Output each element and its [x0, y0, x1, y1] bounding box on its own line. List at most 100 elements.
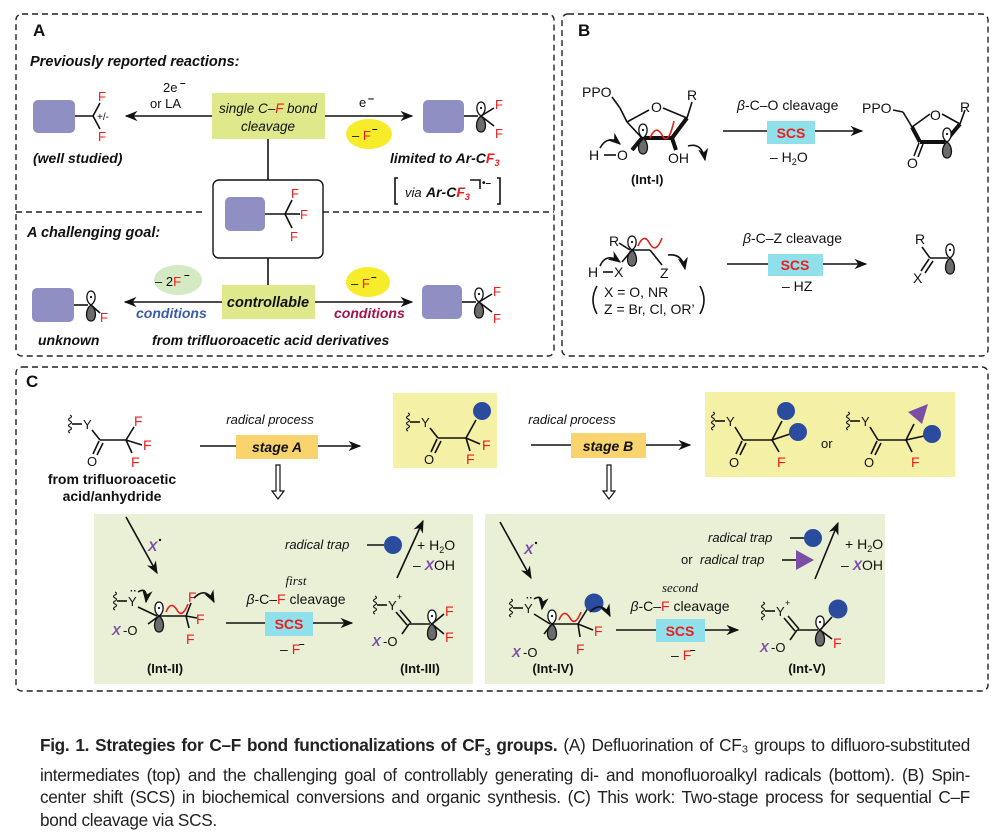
hydrogen-label: H — [588, 264, 598, 280]
controllable-box — [222, 285, 315, 319]
panel-b-border — [561, 13, 989, 357]
minus-fluoride-label: – F — [280, 641, 300, 657]
x-radical-label: X — [147, 538, 159, 554]
substrate-block — [33, 100, 75, 133]
fluorine-label: F — [290, 229, 298, 244]
radical-trap-circle — [789, 423, 807, 441]
fluorine-label: F — [777, 454, 786, 470]
conditions-label-maroon: conditions — [334, 305, 405, 321]
cleavage-label: cleavage — [241, 119, 295, 134]
panel-a-label: A — [33, 21, 45, 40]
second-label: second — [662, 580, 699, 595]
fluorine-label: F — [445, 629, 454, 645]
x-label: X — [759, 640, 770, 655]
caption-body: (A) Defluorination of CF₃ groups to difl… — [40, 735, 970, 830]
minus-water-label: – H2O — [770, 149, 808, 167]
fluorine-label: F — [911, 454, 920, 470]
panel-b-label: B — [578, 21, 590, 40]
caption-title-subscript: 3 — [484, 746, 491, 759]
ester-oxygen-label: -O — [523, 645, 537, 660]
down-arrow-b — [601, 464, 617, 500]
fluorine-label: F — [466, 451, 475, 467]
svg-text:··: ·· — [130, 586, 137, 597]
superscript-minus: – — [368, 93, 374, 105]
ketone-oxygen-label: O — [907, 155, 918, 171]
fluorine-label: F — [291, 186, 299, 201]
svg-text:–: – — [299, 639, 305, 650]
svg-text:+: + — [397, 592, 402, 602]
scs-box — [265, 612, 313, 636]
single-cf-label: single C–F bond — [219, 101, 318, 116]
minus-two-fluoride-label: – 2F — [155, 274, 181, 289]
radical-trap-label: radical trap — [708, 530, 772, 545]
y-label: Y — [83, 417, 92, 432]
controllable-label: controllable — [227, 295, 309, 311]
or-label: or — [681, 552, 693, 567]
svg-text:–: – — [690, 645, 696, 656]
radical-process-label-a: radical process — [226, 412, 314, 427]
ester-oxygen-label: -O — [123, 623, 137, 638]
conditions-label-blue: conditions — [136, 305, 207, 321]
carbonyl-oxygen-label: O — [864, 455, 874, 470]
minus-fluoride-label: – F — [671, 647, 691, 663]
ring-oxygen-label: O — [930, 107, 941, 123]
scs-box — [768, 254, 823, 276]
int-v-label: (Int-V) — [788, 661, 826, 676]
electron-label: e — [359, 95, 366, 110]
fluorine-label: F — [445, 603, 454, 619]
single-cf-cleavage-box — [212, 93, 325, 139]
fluorine-label: F — [833, 635, 842, 651]
fluorine-label: F — [98, 89, 106, 104]
fluorine-label: F — [188, 589, 197, 605]
substrate-block — [225, 197, 265, 231]
x-radical-label: X — [523, 541, 535, 557]
beta-cz-cleavage-label: β-C–Z cleavage — [742, 230, 842, 246]
caption-title: Fig. 1. Strategies for C–F bond function… — [40, 735, 558, 759]
plus-water-label: + H2O — [845, 536, 883, 554]
y-label: Y — [524, 601, 533, 616]
superscript-minus: – — [180, 78, 186, 89]
via-radical-anion: Ar-CF3 — [425, 184, 470, 202]
r-group-label: R — [687, 87, 697, 103]
x-label: X — [371, 634, 382, 649]
trap-arrow — [814, 521, 839, 580]
radical-trap-circle — [804, 529, 822, 547]
minus-hz-label: – HZ — [782, 278, 813, 294]
y-label: Y — [776, 604, 785, 619]
int-iii-label: (Int-III) — [400, 661, 440, 676]
fluorine-label: F — [493, 311, 501, 326]
y-label: Y — [421, 415, 430, 430]
challenging-goal-heading: A challenging goal: — [26, 225, 160, 241]
intermediate-box-stage-a — [94, 514, 473, 684]
superscript-minus: – — [372, 124, 378, 135]
fluorine-label: F — [576, 641, 585, 657]
stage-b-label: stage B — [583, 438, 634, 454]
limited-to-label: limited to Ar-CF3 — [390, 150, 500, 168]
beta-cf-cleavage-label: β-C–F cleavage — [629, 598, 729, 614]
unknown-label: unknown — [38, 332, 99, 348]
minus-xoh-label: – XOH — [413, 557, 455, 573]
two-fluoride-loss-ellipse — [154, 265, 202, 295]
fluorine-label: F — [186, 631, 195, 647]
ring-oxygen-label: O — [651, 99, 662, 115]
radical-trap-label: radical trap — [700, 552, 764, 567]
fluorine-label: F — [300, 207, 308, 222]
x-radical-addition-arrow — [499, 521, 532, 580]
hydroxyl-label: OH — [668, 150, 689, 166]
spin-center-shift-curve — [649, 120, 675, 140]
ppo-label: PPO — [582, 84, 612, 100]
fluorine-label: F — [594, 623, 603, 639]
carbonyl-oxygen-label: O — [424, 452, 434, 467]
carbonyl-oxygen-label: O — [87, 454, 97, 469]
monofluoro-product-box — [705, 392, 955, 477]
minus-fluoride-label: – F — [351, 276, 370, 291]
scs-box — [656, 619, 705, 642]
carbonyl-oxygen-label: O — [729, 455, 739, 470]
x-label: X — [913, 270, 923, 286]
fluorine-label: F — [493, 284, 501, 299]
from-tfa-derivatives-label: from trifluoroacetic acid derivatives — [152, 332, 390, 348]
fluorine-label: F — [196, 611, 205, 627]
substrate-block — [32, 288, 74, 322]
beta-co-cleavage-label: β-C–O cleavage — [736, 97, 839, 113]
spin-center-shift-curve — [558, 611, 582, 623]
